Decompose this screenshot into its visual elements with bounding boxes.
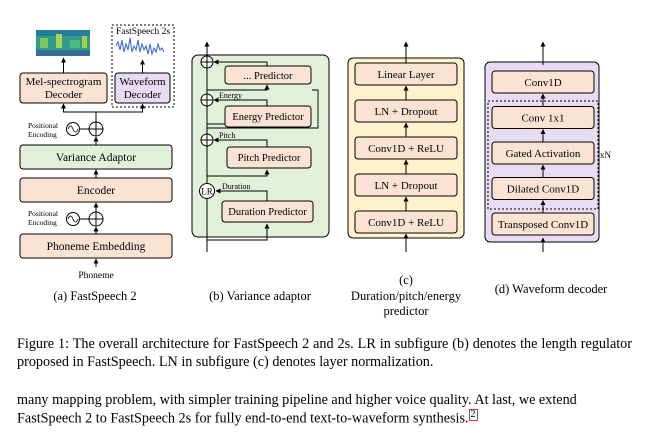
panel-a: FastSpeech 2s Mel-spectrogram Decoder Wa… xyxy=(19,24,175,303)
generic-predictor-box xyxy=(224,65,312,85)
waveform-image xyxy=(115,37,165,57)
pos-enc-upper-line1: Positional xyxy=(28,121,58,130)
lr-label: LR xyxy=(201,187,213,197)
caption-c-line3: predictor xyxy=(383,304,429,318)
wave-decoder-layer-label: Gated Activation xyxy=(506,148,581,160)
caption-c-line1: (c) xyxy=(399,273,413,287)
period: . xyxy=(465,410,469,427)
wave-decoder-layer-box xyxy=(491,177,595,200)
predictor-layer-box xyxy=(354,173,458,197)
arrow-to-mel-decoder xyxy=(61,103,97,128)
pos-enc-lower-line1: Positional xyxy=(28,209,58,218)
duration-predictor-label: Duration Predictor xyxy=(228,207,307,218)
phoneme-embedding-label: Phoneme Embedding xyxy=(47,241,146,253)
predictor-layer-box xyxy=(354,99,458,123)
wave-decoder-layer-box xyxy=(491,212,595,236)
variance-adaptor-box xyxy=(19,144,173,170)
encoder-label: Encoder xyxy=(77,185,115,197)
wave-decoder-layer-label: Dilated Conv1D xyxy=(507,184,579,196)
waveform-decoder-line2: Decoder xyxy=(124,89,162,101)
variance-adaptor-label: Variance Adaptor xyxy=(56,152,136,164)
phoneme-input-label: Phoneme xyxy=(78,271,113,281)
predictor-layer-box xyxy=(354,210,458,234)
wave-decoder-layer-label: Conv 1x1 xyxy=(521,113,564,125)
predictor-layer-label: Conv1D + ReLU xyxy=(368,217,444,229)
pos-enc-lower-line2: Encoding xyxy=(28,218,57,227)
fastspeech2s-label: FastSpeech 2s xyxy=(116,27,170,37)
phoneme-embedding-box xyxy=(19,233,173,259)
wave-decoder-layer-box xyxy=(491,141,595,165)
wave-decoder-layer-label: Transposed Conv1D xyxy=(498,219,588,231)
repeat-label: xN xyxy=(600,150,612,160)
mel-decoder-line2: Decoder xyxy=(45,89,83,101)
duration-label: Duration xyxy=(222,182,250,191)
pitch-label: Pitch xyxy=(219,131,235,140)
mel-spectrogram-image xyxy=(36,30,90,56)
predictor-layer-label: LN + Dropout xyxy=(374,180,437,192)
energy-predictor-box xyxy=(224,105,312,128)
generic-predictor-label: ... Predictor xyxy=(244,71,293,82)
wave-decoder-layer-label: Conv1D xyxy=(524,77,561,89)
energy-predictor-label: Energy Predictor xyxy=(232,112,304,123)
length-regulator-node xyxy=(199,183,215,199)
mel-decoder-line1: Mel-spectrogram xyxy=(26,76,102,88)
architecture-figure: FastSpeech 2s Mel-spectrogram Decoder Wa… xyxy=(19,24,612,318)
panel-b: LR Duration Predictor Duration Pitch Pre… xyxy=(191,41,330,303)
caption-c-line2: Duration/pitch/energy xyxy=(351,289,462,303)
caption-b: (b) Variance adaptor xyxy=(209,289,312,303)
predictor-layer-label: Linear Layer xyxy=(377,69,434,81)
pos-enc-upper-line2: Encoding xyxy=(28,130,57,139)
pitch-predictor-label: Pitch Predictor xyxy=(238,153,301,164)
encoder-box xyxy=(19,177,173,203)
arrow-to-duration xyxy=(207,223,270,241)
caption-d: (d) Waveform decoder xyxy=(495,282,608,296)
predictor-layer-label: Conv1D + ReLU xyxy=(368,143,444,155)
predictor-layer-box xyxy=(354,136,458,160)
body-paragraph: many mapping problem, with simpler train… xyxy=(17,391,632,428)
footnote-link[interactable]: 2 xyxy=(468,409,478,421)
wave-decoder-layer-box xyxy=(491,106,595,129)
body-text: many mapping problem, with simpler train… xyxy=(17,392,577,427)
caption-a: (a) FastSpeech 2 xyxy=(53,289,136,303)
wave-decoder-layer-box xyxy=(491,70,595,94)
figure-caption: Figure 1: The overall architecture for F… xyxy=(17,336,632,370)
predictor-layer-label: LN + Dropout xyxy=(374,106,437,118)
pitch-predictor-box xyxy=(226,146,312,169)
arrow-duration-to-lr xyxy=(215,188,268,201)
energy-label: Energy xyxy=(219,91,242,100)
waveform-decoder-line1: Waveform xyxy=(119,76,166,88)
arrow-to-wave-decoder xyxy=(96,103,145,113)
